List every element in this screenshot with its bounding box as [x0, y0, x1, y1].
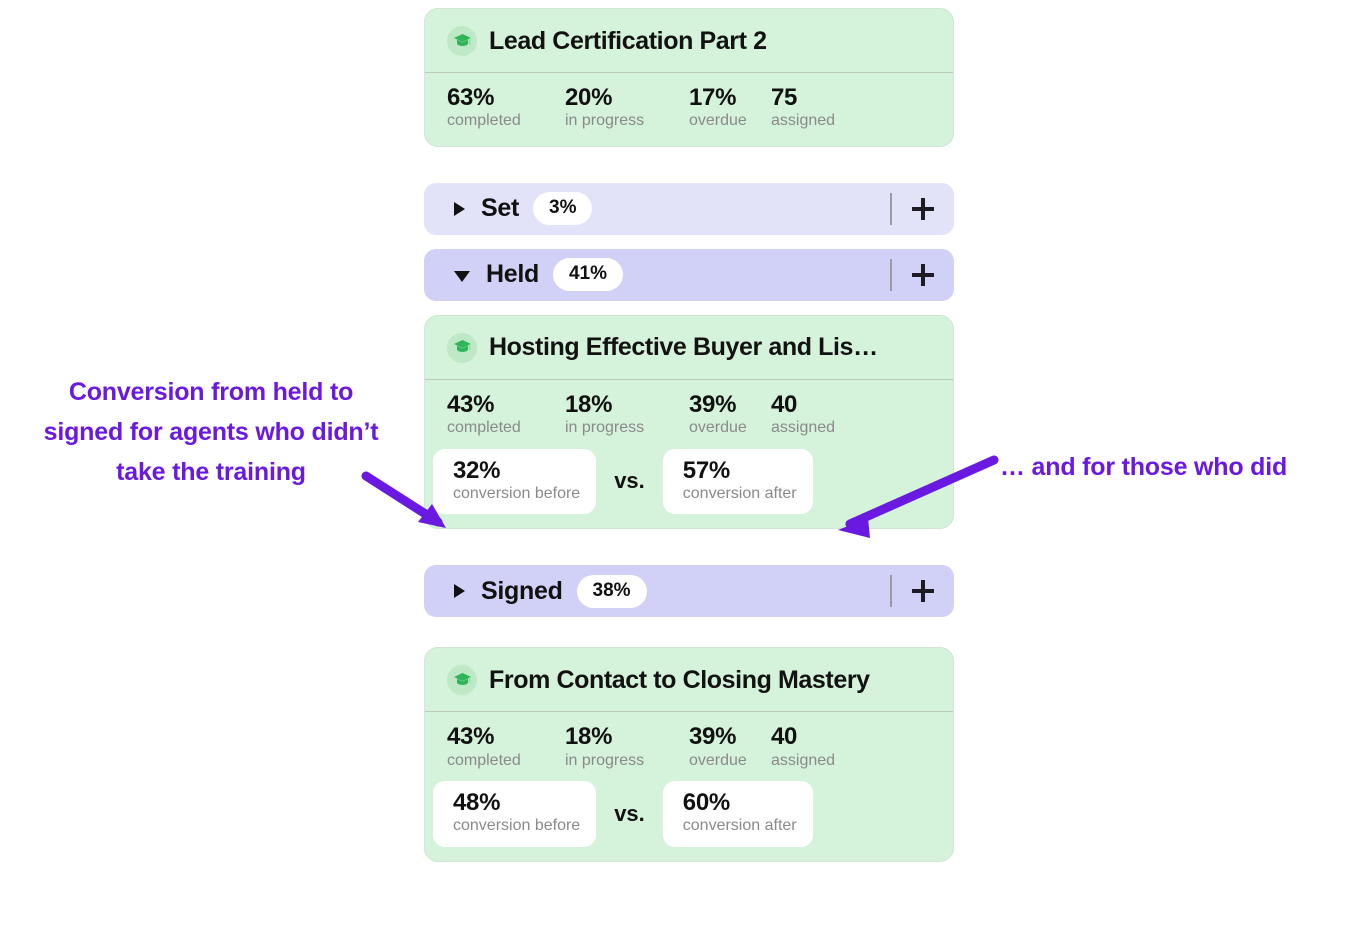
metrics-row: 63% completed 20% in progress 17% overdu…	[425, 85, 953, 132]
stage-label: Set	[481, 194, 520, 223]
metric-label: overdue	[689, 418, 747, 436]
course-card-body: 63% completed 20% in progress 17% overdu…	[425, 73, 953, 146]
metric-overdue: 39% overdue	[689, 392, 771, 439]
annotation-right-text: … and for those who did	[1000, 453, 1288, 481]
metric-label: completed	[447, 112, 521, 130]
metric-assigned: 40 assigned	[771, 392, 835, 439]
metric-value: 17%	[689, 84, 737, 111]
metric-in-progress: 18% in progress	[565, 392, 689, 439]
conversion-after-pill: 60% conversion after	[662, 781, 813, 847]
stage-percent-badge: 38%	[576, 574, 647, 608]
metric-assigned: 75 assigned	[771, 85, 835, 132]
course-card-hosting-effective-buyer[interactable]: Hosting Effective Buyer and Lis… 43% com…	[424, 314, 954, 530]
stage-row-signed[interactable]: Signed 38%	[424, 565, 954, 618]
divider	[890, 258, 892, 291]
metric-label: assigned	[771, 418, 836, 436]
graduation-cap-icon	[447, 665, 477, 696]
chevron-right-icon[interactable]	[454, 584, 465, 599]
conversion-before-value: 48%	[453, 789, 501, 817]
conversion-after-pill: 57% conversion after	[662, 448, 813, 515]
divider	[890, 192, 892, 225]
metric-assigned: 40 assigned	[771, 724, 835, 771]
metric-overdue: 39% overdue	[689, 724, 771, 771]
conversion-before-value: 32%	[453, 456, 501, 484]
metric-value: 18%	[565, 390, 613, 418]
stage-row-held[interactable]: Held 41%	[424, 248, 954, 301]
stage-row-set[interactable]: Set 3%	[424, 182, 954, 235]
chevron-right-icon[interactable]	[454, 201, 465, 216]
conversion-before-pill: 32% conversion before	[433, 448, 597, 515]
conversion-before-label: conversion before	[453, 817, 581, 835]
conversion-before-pill: 48% conversion before	[433, 781, 597, 847]
graduation-cap-icon	[447, 332, 477, 363]
conversion-after-label: conversion after	[682, 817, 797, 835]
chevron-down-icon[interactable]	[454, 270, 470, 282]
metric-label: completed	[447, 418, 521, 436]
metric-completed: 43% completed	[447, 724, 565, 771]
conversion-comparison: 48% conversion before vs. 60% conversion…	[425, 781, 953, 861]
metric-value: 18%	[565, 723, 613, 751]
pipeline-column: Lead Certification Part 2 63% completed …	[424, 8, 954, 862]
conversion-before-label: conversion before	[453, 484, 581, 502]
conversion-after-value: 60%	[682, 789, 730, 817]
annotation-left-text: Conversion from held to signed for agent…	[43, 378, 379, 486]
course-title: From Contact to Closing Mastery	[489, 665, 870, 694]
metric-label: assigned	[771, 751, 836, 769]
metric-label: overdue	[689, 112, 747, 130]
metric-overdue: 17% overdue	[689, 85, 771, 132]
add-course-button[interactable]	[892, 196, 954, 222]
metric-value: 63%	[447, 84, 495, 111]
metric-value: 43%	[447, 723, 495, 751]
stage-label: Held	[486, 260, 539, 289]
course-card-lead-certification[interactable]: Lead Certification Part 2 63% completed …	[424, 8, 954, 147]
conversion-after-value: 57%	[682, 456, 730, 484]
metric-value: 40	[771, 723, 798, 751]
course-title: Hosting Effective Buyer and Lis…	[489, 333, 878, 362]
metric-in-progress: 18% in progress	[565, 724, 689, 771]
add-course-button[interactable]	[892, 578, 954, 604]
metric-label: completed	[447, 751, 521, 769]
course-card-body: 43% completed 18% in progress 39% overdu…	[425, 712, 953, 861]
metric-value: 39%	[689, 390, 737, 418]
metric-completed: 63% completed	[447, 85, 565, 132]
metric-label: assigned	[771, 112, 836, 130]
metric-value: 39%	[689, 723, 737, 751]
course-card-from-contact-to-closing[interactable]: From Contact to Closing Mastery 43% comp…	[424, 647, 954, 862]
conversion-comparison: 32% conversion before vs. 57% conversion…	[425, 448, 953, 529]
stage-label: Signed	[481, 576, 563, 605]
metrics-row: 43% completed 18% in progress 39% overdu…	[425, 724, 953, 771]
versus-separator: vs.	[614, 468, 645, 494]
stage-percent-badge: 41%	[552, 258, 624, 292]
course-card-header: Hosting Effective Buyer and Lis…	[425, 316, 953, 380]
course-card-header: From Contact to Closing Mastery	[425, 648, 953, 713]
metric-label: in progress	[565, 418, 645, 436]
add-course-button[interactable]	[892, 262, 954, 288]
course-card-header: Lead Certification Part 2	[425, 9, 953, 73]
metrics-row: 43% completed 18% in progress 39% overdu…	[425, 392, 953, 439]
stage-percent-badge: 3%	[533, 192, 593, 226]
course-title: Lead Certification Part 2	[489, 26, 767, 55]
graduation-cap-icon	[447, 26, 477, 56]
course-card-body: 43% completed 18% in progress 39% overdu…	[425, 380, 953, 529]
versus-separator: vs.	[614, 801, 645, 827]
conversion-after-label: conversion after	[682, 484, 797, 502]
metric-completed: 43% completed	[447, 392, 565, 439]
divider	[890, 575, 892, 608]
metric-label: in progress	[565, 112, 645, 130]
metric-label: in progress	[565, 751, 645, 769]
metric-label: overdue	[689, 751, 747, 769]
metric-in-progress: 20% in progress	[565, 85, 689, 132]
metric-value: 75	[771, 84, 798, 111]
metric-value: 20%	[565, 84, 613, 111]
metric-value: 43%	[447, 390, 495, 418]
metric-value: 40	[771, 390, 798, 418]
